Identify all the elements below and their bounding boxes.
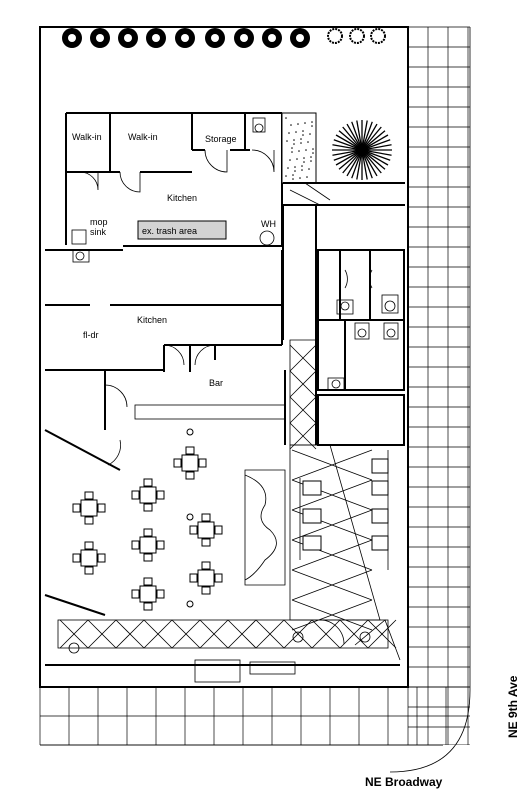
- angled-wall: [44, 594, 106, 616]
- room-label-bar: Bar: [209, 378, 223, 388]
- restrooms: [317, 249, 405, 446]
- room-label-walkin-2: Walk-in: [128, 132, 158, 142]
- room-label-walkin-1: Walk-in: [72, 132, 102, 142]
- street-label-ne-broadway: NE Broadway: [365, 775, 443, 789]
- room-label-trash-area: ex. trash area: [142, 226, 197, 236]
- dining-tables: [72, 428, 223, 611]
- planter: [281, 112, 317, 184]
- room-label-kitchen-upper: Kitchen: [167, 193, 197, 203]
- room-label-storage: Storage: [205, 134, 237, 144]
- sidewalk-curb-corner: [389, 689, 471, 773]
- room-label-mop: mop: [90, 217, 108, 227]
- room-label-wh: WH: [261, 219, 276, 229]
- room-label-kitchen-lower: Kitchen: [137, 315, 167, 325]
- palm-tree-icon: [332, 120, 392, 180]
- back-of-house: [45, 112, 283, 263]
- room-label-fl-dr: fl-dr: [83, 330, 99, 340]
- stair-hatch: [289, 339, 381, 631]
- side-tables: [299, 450, 389, 570]
- street-label-ne-9th-ave: NE 9th Ave: [506, 675, 520, 738]
- room-label-sink: sink: [90, 227, 107, 237]
- water-heater: [259, 230, 275, 246]
- lower-kitchen: [45, 250, 283, 372]
- vestibule: [45, 619, 401, 683]
- trash-area: [137, 220, 227, 240]
- mop-sink: [71, 229, 87, 245]
- building-outline: [39, 26, 409, 688]
- bar-area: [44, 370, 286, 471]
- sidewalk-grid-east: [407, 26, 470, 745]
- tree-row: [62, 28, 386, 48]
- booth: [244, 469, 286, 586]
- bar-counter: [134, 404, 286, 420]
